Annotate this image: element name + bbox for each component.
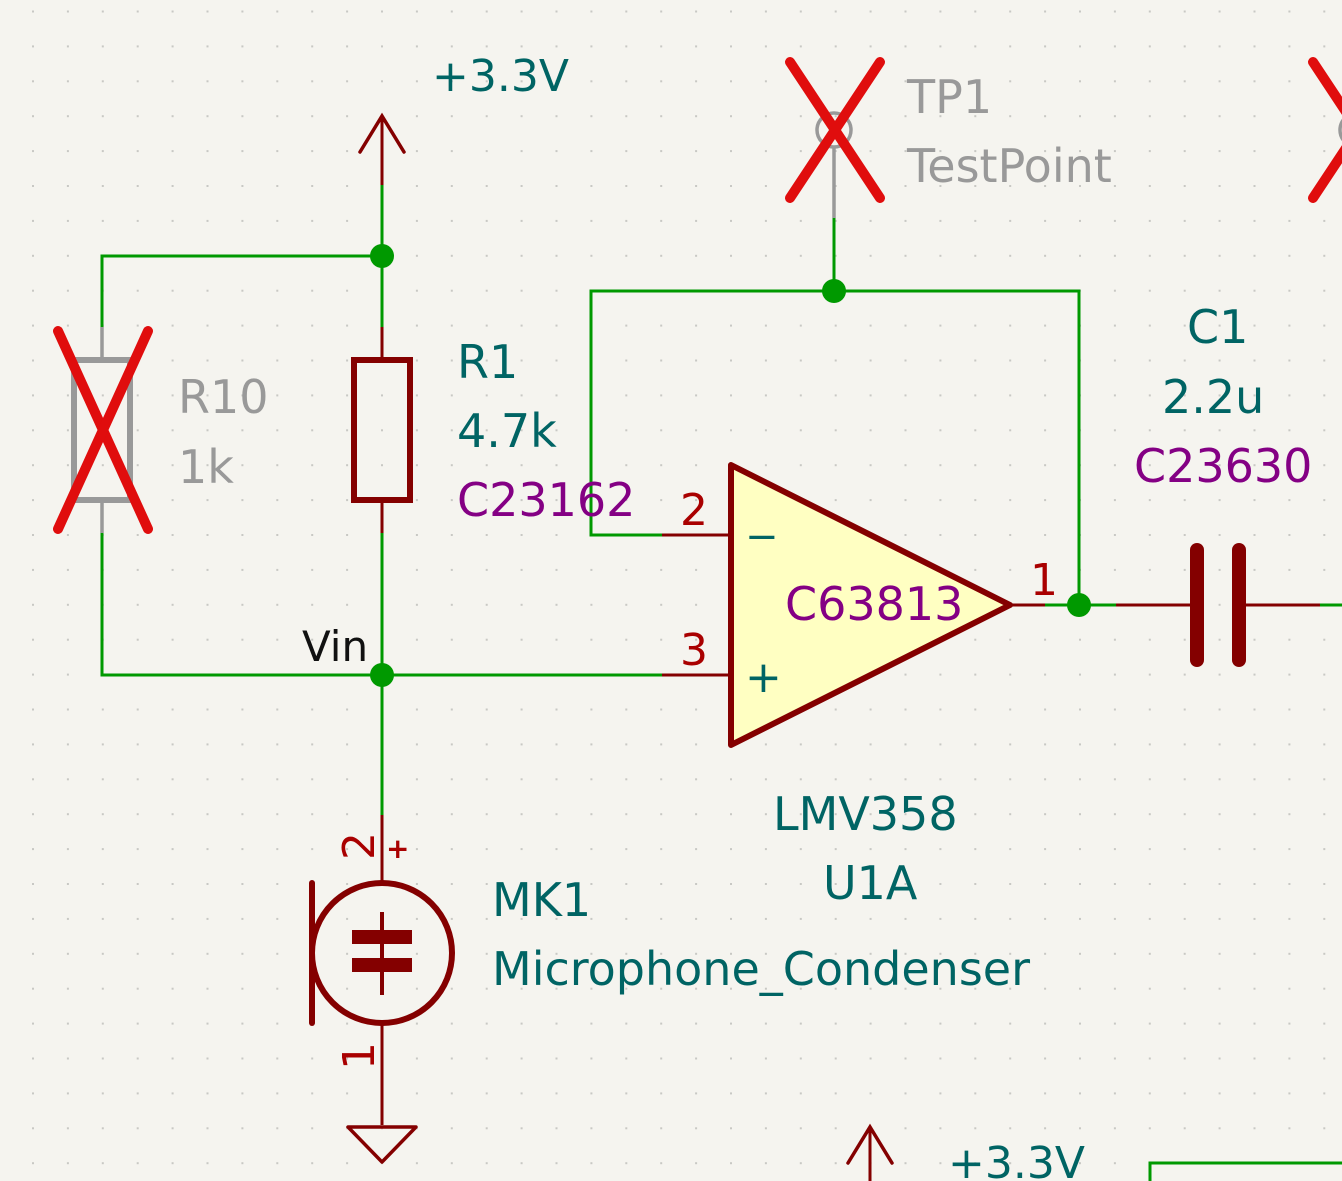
ground-symbol[interactable] [346, 1125, 418, 1164]
testpoint-partial[interactable] [1308, 57, 1342, 203]
tp1-value: TestPoint [906, 139, 1112, 193]
power-label-bottom: +3.3V [948, 1138, 1085, 1181]
dnp-cross-icon [53, 326, 153, 534]
c1-ref: C1 [1187, 300, 1248, 354]
opamp-triangle [728, 462, 1013, 748]
power-symbol-3v3-bottom[interactable]: +3.3V [846, 1123, 1085, 1181]
u1a-noninv-symbol: + [745, 652, 782, 703]
u1a-lcsc: C63813 [785, 577, 963, 631]
u1a-pinnum-1: 1 [1030, 555, 1058, 606]
power-arrow-icon [846, 1123, 894, 1165]
junctions [370, 244, 1091, 687]
power-label-top: +3.3V [432, 51, 569, 102]
tp1-ref: TP1 [906, 70, 992, 124]
testpoint-tp1[interactable]: TP1 TestPoint [785, 57, 1112, 218]
ground-icon [346, 1125, 418, 1164]
junction-dot [370, 663, 394, 687]
r1-lcsc: C23162 [457, 473, 635, 527]
microphone-mk1[interactable]: 2 1 + MK1 Microphone_Condenser [309, 815, 1030, 1125]
junction-dot [822, 279, 846, 303]
power-symbol-3v3-top[interactable]: +3.3V [358, 51, 569, 185]
c1-lcsc: C23630 [1134, 439, 1312, 493]
power-arrow-icon [358, 112, 406, 154]
resistor-r10[interactable]: R10 1k [53, 326, 269, 534]
wire-bottom-right[interactable] [1148, 1161, 1342, 1181]
r10-ref: R10 [178, 370, 269, 424]
c1-value: 2.2u [1162, 370, 1264, 424]
tp-ring [1338, 118, 1342, 142]
mk1-plate-bottom [352, 958, 412, 972]
wire-vin[interactable] [100, 533, 662, 677]
wires [100, 185, 1342, 1181]
mk1-plus-symbol: + [386, 832, 409, 865]
mk1-plate-top [352, 930, 412, 944]
r1-ref: R1 [457, 335, 518, 389]
wire-feedback[interactable] [589, 289, 1081, 605]
r10-body [71, 357, 133, 503]
r1-value: 4.7k [457, 404, 557, 458]
capacitor-c1[interactable]: C1 2.2u C23630 [1116, 300, 1320, 667]
junction-dot [370, 244, 394, 268]
mk1-ref: MK1 [492, 873, 591, 927]
mk1-value: Microphone_Condenser [492, 942, 1030, 996]
u1a-ref: U1A [823, 856, 918, 910]
mk1-pinnum-1: 1 [334, 1042, 385, 1070]
net-label-vin[interactable]: Vin [302, 622, 368, 671]
r10-value: 1k [178, 440, 234, 494]
u1a-inv-symbol: − [745, 514, 779, 560]
opamp-u1a[interactable]: 2 3 1 − + C63813 LMV358 U1A [662, 462, 1058, 910]
resistor-r1[interactable]: R1 4.7k C23162 [351, 327, 635, 533]
dnp-cross-icon [1308, 57, 1342, 115]
u1a-value: LMV358 [773, 787, 958, 841]
wire-r10-top[interactable] [100, 254, 382, 327]
mk1-pinnum-2: 2 [334, 832, 385, 860]
r1-body [351, 357, 413, 503]
dnp-cross-icon [1308, 145, 1342, 203]
u1a-pinnum-2: 2 [680, 485, 708, 536]
dnp-cross-icon [785, 57, 885, 203]
junction-dot [1067, 593, 1091, 617]
u1a-pinnum-3: 3 [680, 625, 708, 676]
